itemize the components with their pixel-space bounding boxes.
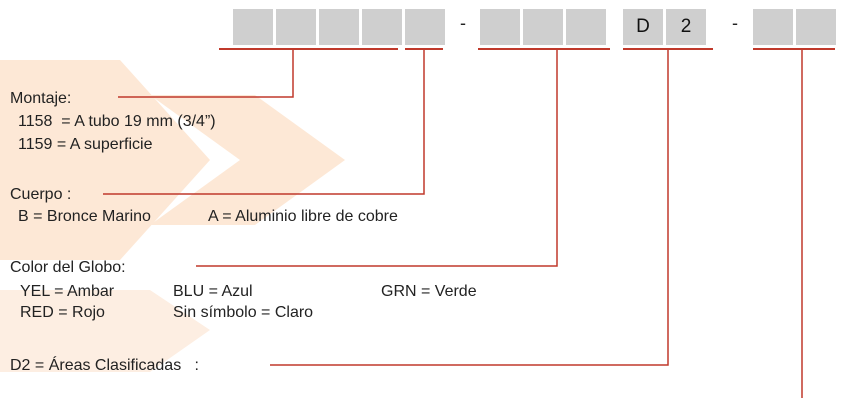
leader-d2 bbox=[270, 50, 669, 366]
code-box-1 bbox=[233, 9, 273, 45]
code-box-2-digit: 2 bbox=[666, 9, 706, 45]
cuerpo-title: Cuerpo : bbox=[10, 186, 72, 203]
code-box-9 bbox=[753, 9, 793, 45]
code-box-5 bbox=[405, 9, 445, 45]
separator-1: - bbox=[460, 13, 466, 33]
leader-color bbox=[196, 50, 558, 267]
underline-suffix bbox=[753, 48, 835, 50]
underline-montaje bbox=[219, 48, 398, 50]
underline-color bbox=[478, 48, 610, 50]
code-box-d: D bbox=[623, 9, 663, 45]
color-option-red: RED = Rojo bbox=[20, 304, 105, 321]
montaje-option-1159: 1159 = A superficie bbox=[18, 136, 153, 153]
underline-d2 bbox=[623, 48, 713, 50]
separator-2: - bbox=[732, 13, 738, 33]
code-box-10 bbox=[796, 9, 836, 45]
code-box-3 bbox=[319, 9, 359, 45]
color-option-yel: YEL = Ambar bbox=[20, 283, 115, 300]
color-option-sin: Sin símbolo = Claro bbox=[173, 304, 314, 321]
code-box-2 bbox=[276, 9, 316, 45]
montaje-title: Montaje: bbox=[10, 90, 72, 107]
code-box-7 bbox=[523, 9, 563, 45]
color-title: Color del Globo: bbox=[10, 259, 126, 276]
d2-label: D2 = Áreas Clasificadas : bbox=[10, 357, 199, 374]
leader-montaje bbox=[118, 50, 294, 98]
code-box-6 bbox=[480, 9, 520, 45]
color-option-blu: BLU = Azul bbox=[173, 283, 253, 300]
montaje-option-1158: 1158 = A tubo 19 mm (3/4”) bbox=[18, 113, 216, 130]
code-box-4 bbox=[362, 9, 402, 45]
cuerpo-option-a: A = Aluminio libre de cobre bbox=[208, 208, 398, 225]
color-option-grn: GRN = Verde bbox=[381, 283, 477, 300]
code-box-8 bbox=[566, 9, 606, 45]
cuerpo-option-b: B = Bronce Marino bbox=[18, 208, 151, 225]
underline-cuerpo bbox=[405, 48, 443, 50]
leader-cuerpo bbox=[103, 50, 425, 195]
